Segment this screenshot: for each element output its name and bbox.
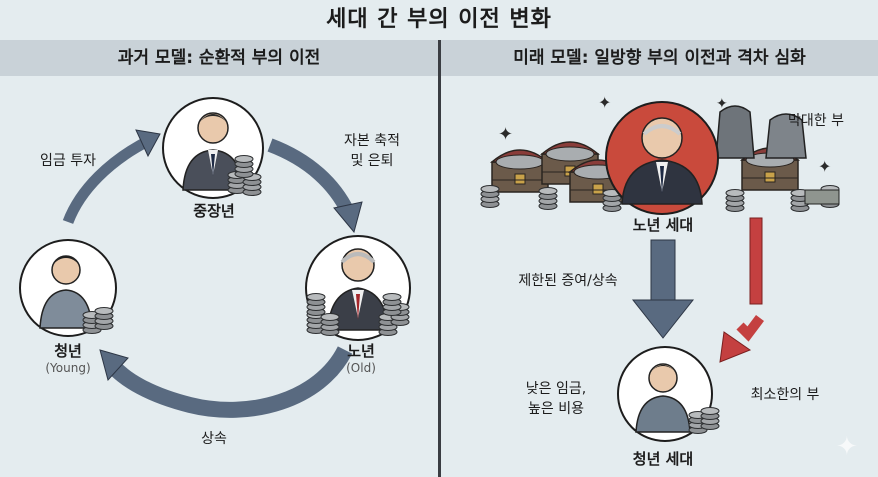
middle-aged-figure bbox=[162, 97, 264, 199]
arrow-wage-invest bbox=[62, 135, 153, 225]
node-label-young: 청년 bbox=[54, 342, 82, 360]
svg-text:✦: ✦ bbox=[818, 157, 831, 176]
arrow-wage-invest-head bbox=[135, 129, 161, 158]
svg-text:✦: ✦ bbox=[716, 96, 728, 112]
node-label-old-en: (Old) bbox=[346, 361, 376, 375]
old-generation-label: 노년 세대 bbox=[632, 216, 694, 234]
arrow-inheritance bbox=[105, 346, 353, 418]
arrow-limited-transfer bbox=[631, 239, 695, 339]
arrow-label-accum-2: 및 은퇴 bbox=[350, 153, 394, 169]
treasure-left bbox=[480, 141, 627, 212]
old-figure bbox=[305, 235, 411, 341]
page-title: 세대 간 부의 이전 변화 bbox=[326, 7, 552, 32]
arrow-label-accum-1: 자본 축적 bbox=[344, 133, 400, 149]
right-panel-header: 미래 모델: 일방향 부의 이전과 격차 심화 bbox=[441, 40, 878, 76]
arrow-label-wage-invest: 임금 투자 bbox=[40, 153, 96, 169]
node-label-middle-aged: 중장년 bbox=[193, 202, 235, 220]
svg-text:✦: ✦ bbox=[498, 124, 513, 145]
low-wage-label-2: 높은 비용 bbox=[528, 401, 584, 417]
young-generation-label: 청년 세대 bbox=[632, 450, 694, 468]
sparkle-watermark-icon: ✦ bbox=[836, 432, 858, 462]
minimal-wealth-label: 최소한의 부 bbox=[750, 387, 820, 403]
young-figure bbox=[19, 239, 117, 337]
arrow-capital-accum-head bbox=[333, 201, 363, 234]
node-label-old: 노년 bbox=[347, 342, 375, 360]
panel-divider bbox=[438, 40, 441, 477]
old-generation-figure bbox=[605, 101, 719, 215]
left-panel-header: 과거 모델: 순환적 부의 이전 bbox=[0, 40, 438, 76]
arrow-inheritance-head bbox=[99, 349, 129, 382]
young-generation-figure bbox=[617, 346, 720, 442]
low-wage-label-1: 낮은 임금, bbox=[525, 381, 587, 397]
massive-wealth-label: 막대한 부 bbox=[788, 113, 844, 129]
arrow-capital-accum bbox=[267, 138, 355, 216]
arrow-label-inheritance: 상속 bbox=[201, 431, 227, 447]
node-label-young-en: (Young) bbox=[45, 361, 91, 375]
svg-text:✦: ✦ bbox=[598, 93, 611, 112]
limited-transfer-label: 제한된 증여/상속 bbox=[518, 273, 618, 289]
arrow-massive-wealth-gap bbox=[719, 217, 764, 363]
treasure-right bbox=[715, 105, 840, 212]
